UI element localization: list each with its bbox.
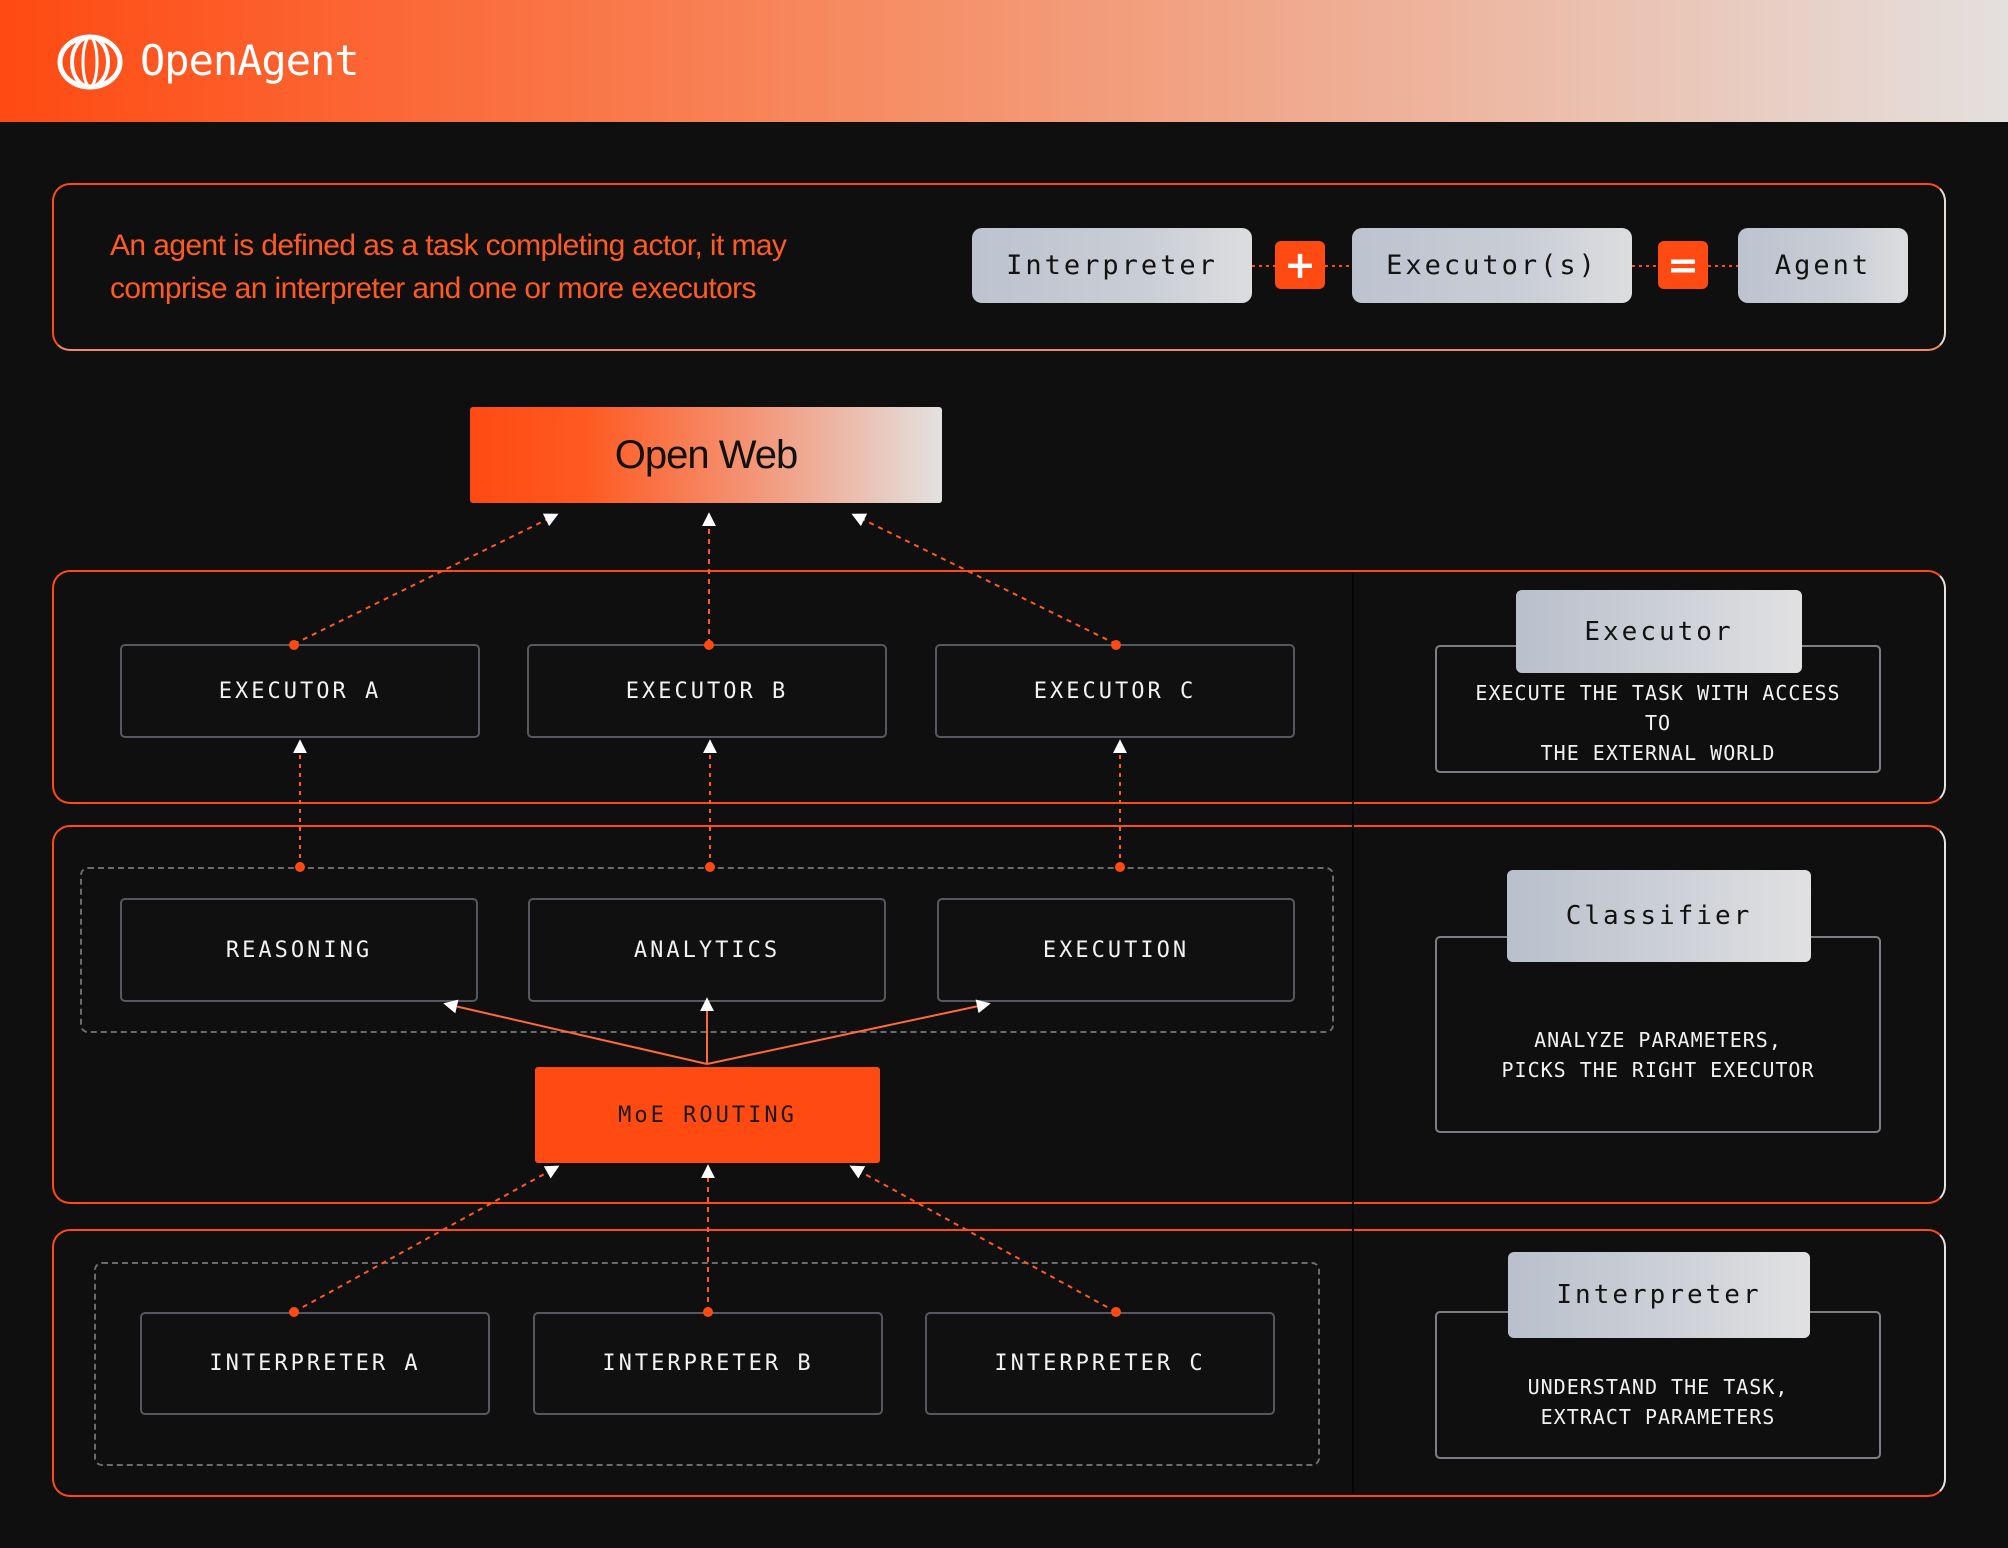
plus-icon: +: [1275, 241, 1325, 289]
brand-name: OpenAgent: [140, 36, 360, 85]
executor-b-node: EXECUTOR B: [527, 644, 887, 738]
execution-node: EXECUTION: [937, 898, 1295, 1002]
moe-routing-box: MoE ROUTING: [535, 1067, 880, 1163]
executor-legend-line-2: THE EXTERNAL WORLD: [1540, 741, 1776, 765]
executor-c-node: EXECUTOR C: [935, 644, 1295, 738]
executor-legend-chip: Executor: [1516, 590, 1802, 673]
interpreter-legend-line-1: UNDERSTAND THE TASK,: [1527, 1375, 1789, 1399]
interpreter-b-node: INTERPRETER B: [533, 1312, 883, 1415]
equation-interpreter-chip: Interpreter: [972, 228, 1252, 303]
section-divider: [1352, 572, 1354, 1494]
openagent-logo-icon: [57, 34, 123, 90]
reasoning-node: REASONING: [120, 898, 478, 1002]
interpreter-c-node: INTERPRETER C: [925, 1312, 1275, 1415]
analytics-node: ANALYTICS: [528, 898, 886, 1002]
executor-legend-box: EXECUTE THE TASK WITH ACCESS TO THE EXTE…: [1435, 645, 1881, 773]
interpreter-legend-chip: Interpreter: [1508, 1252, 1810, 1338]
open-web-box: Open Web: [470, 407, 942, 503]
classifier-legend-chip: Classifier: [1507, 870, 1811, 962]
equation-executors-chip: Executor(s): [1352, 228, 1632, 303]
classifier-legend-line-2: PICKS THE RIGHT EXECUTOR: [1501, 1057, 1815, 1082]
equals-icon: =: [1658, 241, 1708, 289]
definition-line-1: An agent is defined as a task completing…: [110, 229, 787, 262]
definition-line-2: comprise an interpreter and one or more …: [110, 272, 757, 305]
equation-agent-chip: Agent: [1738, 228, 1908, 303]
interpreter-a-node: INTERPRETER A: [140, 1312, 490, 1415]
interpreter-legend-line-2: EXTRACT PARAMETERS: [1540, 1405, 1776, 1429]
classifier-legend-line-1: ANALYZE PARAMETERS,: [1534, 1027, 1782, 1052]
classifier-legend-box: ANALYZE PARAMETERS, PICKS THE RIGHT EXEC…: [1435, 936, 1881, 1133]
executor-legend-line-1: EXECUTE THE TASK WITH ACCESS TO: [1475, 681, 1841, 735]
definition-text: An agent is defined as a task completing…: [110, 224, 870, 310]
header-bar: [0, 0, 2008, 122]
executor-a-node: EXECUTOR A: [120, 644, 480, 738]
